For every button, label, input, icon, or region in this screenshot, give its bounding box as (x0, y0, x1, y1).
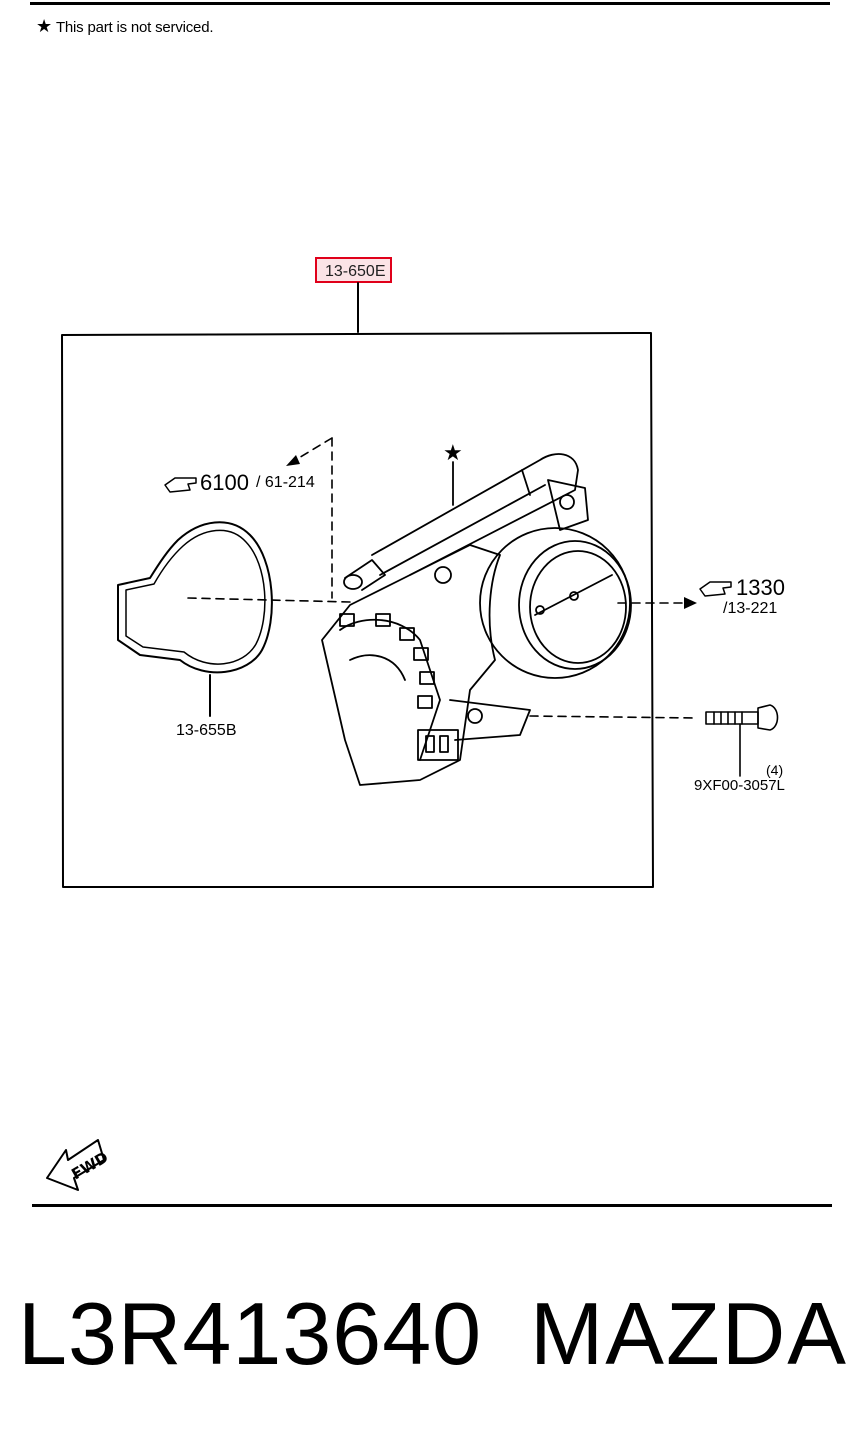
assembly-callout-highlight[interactable] (315, 257, 392, 283)
brand-name: MAZDA (530, 1284, 848, 1383)
assembly-dashed-lines (187, 437, 697, 719)
arrowhead-left (286, 455, 300, 466)
pointing-hand-icon-right (699, 581, 732, 597)
arrowhead-right (684, 597, 697, 609)
bottom-rule (32, 1204, 832, 1207)
service-note-text: This part is not serviced. (55, 19, 214, 36)
fwd-arrow-icon (46, 1139, 105, 1191)
assembly-frame (61, 332, 654, 888)
pointing-hand-icon (164, 477, 197, 493)
part-number: L3R413640 (18, 1284, 483, 1383)
gasket-label[interactable]: 13-655B (176, 722, 237, 739)
gasket-drawing (117, 521, 273, 717)
throttle-body-drawing (321, 453, 632, 786)
fwd-label: FWD (68, 1148, 111, 1183)
top-rule (30, 2, 830, 5)
assembly-callout-label[interactable]: 13-650E (325, 263, 386, 280)
bolt-drawing (705, 704, 779, 777)
ref-left-main[interactable]: 6100 (200, 470, 249, 495)
ref-right-sub[interactable]: /13-221 (723, 600, 778, 617)
bolt-label[interactable]: 9XF00-3057L (694, 777, 785, 794)
ref-left-sub[interactable]: / 61-214 (256, 474, 315, 491)
service-note: ★This part is not serviced. (36, 16, 214, 37)
bolt-quantity: (4) (766, 762, 784, 778)
star-icon: ★ (36, 16, 52, 36)
ref-right-main[interactable]: 1330 (736, 575, 785, 600)
not-serviced-star-icon: ★ (443, 441, 463, 466)
